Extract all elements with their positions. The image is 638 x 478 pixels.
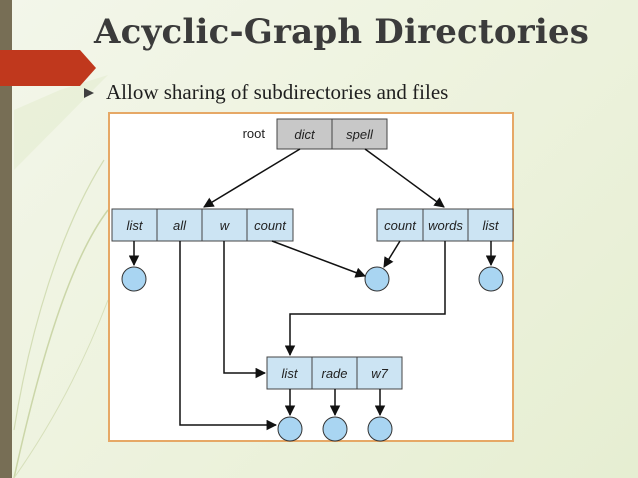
shared-entry-w7: w7 [371, 366, 388, 381]
shared-directory: list rade w7 [266, 356, 403, 390]
file-node [121, 266, 147, 292]
edge-spell-to-right [364, 148, 445, 208]
shared-entry-list: list [282, 366, 299, 381]
root-label: root [243, 126, 266, 141]
edge-all-to-file [179, 241, 278, 431]
bullet-item: Allow sharing of subdirectories and file… [84, 80, 448, 105]
right-directory: count words list [376, 208, 514, 242]
slide-left-bar [0, 0, 12, 478]
file-node [364, 266, 390, 292]
edge-w-to-shared [223, 241, 267, 379]
left-directory: list all w count [111, 208, 294, 242]
bullet-arrow-icon [84, 87, 94, 98]
file-nodes [121, 266, 504, 442]
left-entry-count: count [254, 218, 287, 233]
edge-dict-to-left [203, 148, 301, 208]
edge-words-to-shared [284, 241, 446, 357]
shared-entry-rade: rade [321, 366, 347, 381]
left-entry-w: w [220, 218, 231, 233]
graph-edges [128, 148, 497, 431]
right-entry-list: list [483, 218, 500, 233]
bullet-text: Allow sharing of subdirectories and file… [106, 80, 449, 104]
root-entry-dict: dict [294, 127, 316, 142]
acyclic-graph-diagram: root dict spell list all w count count w… [108, 112, 514, 442]
left-entry-list: list [127, 218, 144, 233]
root-directory: dict spell [276, 118, 388, 150]
file-node [322, 416, 348, 442]
right-entry-count: count [384, 218, 417, 233]
file-node [277, 416, 303, 442]
file-node [478, 266, 504, 292]
left-entry-all: all [173, 218, 187, 233]
file-node [367, 416, 393, 442]
edge-count-to-file [271, 240, 366, 278]
title-accent-tab [0, 50, 96, 86]
right-entry-words: words [428, 218, 463, 233]
edge-count-to-file [383, 240, 401, 268]
root-entry-spell: spell [346, 127, 374, 142]
slide-title: Acyclic-Graph Directories [94, 12, 590, 52]
